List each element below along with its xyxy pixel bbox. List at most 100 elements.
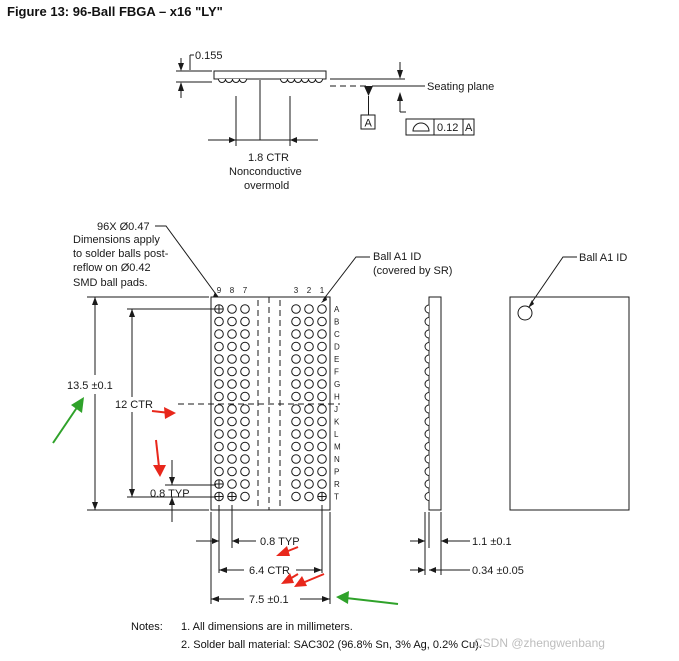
ball bbox=[240, 429, 250, 439]
row-letter: B bbox=[334, 318, 339, 327]
side-ball bbox=[424, 467, 430, 476]
side-ball bbox=[424, 479, 430, 489]
ball-note-line-5: SMD ball pads. bbox=[73, 277, 148, 289]
red-arrow-75 bbox=[294, 573, 325, 587]
ball bbox=[317, 304, 327, 314]
ball-height-label: 0.34 ±0.05 bbox=[472, 565, 524, 577]
row-letter: M bbox=[334, 443, 341, 452]
ball bbox=[291, 316, 301, 327]
ball bbox=[227, 441, 237, 452]
ball bbox=[304, 429, 314, 439]
side-ball bbox=[232, 78, 240, 83]
ball bbox=[291, 354, 301, 364]
ball bbox=[291, 479, 301, 489]
ball bbox=[317, 391, 327, 402]
ball bbox=[304, 391, 314, 402]
ball bbox=[304, 454, 314, 464]
row-letter: J bbox=[334, 405, 338, 414]
side-ball bbox=[424, 442, 430, 451]
ball bbox=[304, 491, 314, 502]
ball bbox=[317, 416, 327, 427]
ball bbox=[291, 441, 301, 452]
ball bbox=[240, 379, 250, 389]
ball bbox=[240, 316, 250, 327]
ball-note: 96X Ø0.47 Dimensions apply to solder bal… bbox=[73, 221, 169, 289]
ball bbox=[317, 366, 327, 377]
height-ctr-label: 12 CTR bbox=[115, 399, 153, 411]
notes-heading: Notes: bbox=[131, 621, 163, 633]
ball bbox=[291, 391, 301, 402]
side-ball bbox=[424, 367, 430, 376]
overmold-line-2: overmold bbox=[244, 180, 289, 192]
side-ball bbox=[424, 329, 430, 339]
ball bbox=[227, 416, 237, 427]
side-ball bbox=[280, 78, 288, 83]
ball bbox=[304, 404, 314, 414]
ball bbox=[240, 391, 250, 402]
ball-a1-marker bbox=[517, 305, 533, 321]
ball bbox=[214, 316, 224, 327]
ball bbox=[304, 479, 314, 489]
red-arrow-vertical bbox=[153, 439, 166, 477]
ball bbox=[214, 379, 224, 389]
ball-note-line-1: 96X Ø0.47 bbox=[97, 221, 150, 233]
height-total-label: 13.5 ±0.1 bbox=[67, 380, 113, 392]
ball bbox=[227, 316, 237, 327]
red-arrow-12ctr bbox=[151, 407, 176, 419]
row-letter: D bbox=[334, 343, 340, 352]
ball bbox=[240, 416, 250, 427]
width-total-label: 7.5 ±0.1 bbox=[249, 594, 289, 606]
ball bbox=[317, 341, 327, 352]
side-ball bbox=[424, 392, 430, 401]
ball bbox=[317, 429, 327, 439]
side-ball bbox=[424, 417, 430, 426]
bottom-view bbox=[178, 296, 340, 511]
ball bbox=[317, 316, 327, 327]
ball bbox=[227, 354, 237, 364]
ball bbox=[291, 429, 301, 439]
ball bbox=[227, 479, 237, 489]
side-view bbox=[176, 54, 475, 146]
ball bbox=[227, 466, 237, 477]
ball bbox=[291, 379, 301, 389]
ball bbox=[291, 491, 301, 502]
ball bbox=[227, 391, 237, 402]
ball-note-line-2: Dimensions apply bbox=[73, 234, 160, 246]
seating-plane-label: Seating plane bbox=[427, 81, 494, 93]
ball bbox=[291, 329, 301, 339]
ball bbox=[240, 441, 250, 452]
ball bbox=[227, 379, 237, 389]
ball bbox=[304, 466, 314, 477]
column-number: 1 bbox=[320, 286, 325, 295]
row-letter: K bbox=[334, 418, 340, 427]
ball bbox=[214, 329, 224, 339]
ball bbox=[240, 304, 250, 314]
side-ball bbox=[424, 342, 430, 351]
row-letter: A bbox=[334, 305, 340, 314]
row-letter: N bbox=[334, 455, 340, 464]
row-letter: G bbox=[334, 380, 340, 389]
ball bbox=[240, 354, 250, 364]
package-height-label: 1.1 ±0.1 bbox=[472, 536, 512, 548]
ball bbox=[214, 354, 224, 364]
ball bbox=[227, 304, 237, 314]
row-letter: H bbox=[334, 393, 340, 402]
ball bbox=[291, 416, 301, 427]
ball bbox=[214, 404, 224, 414]
side-ball bbox=[424, 492, 430, 501]
ball bbox=[240, 366, 250, 377]
ball bbox=[214, 441, 224, 452]
ball bbox=[227, 404, 237, 414]
ball bbox=[317, 354, 327, 364]
ball bbox=[214, 416, 224, 427]
ball bbox=[227, 366, 237, 377]
row-letter: R bbox=[334, 480, 340, 489]
note-1: 1. All dimensions are in millimeters. bbox=[181, 621, 353, 633]
red-arrow-64ctr bbox=[281, 573, 299, 584]
ball bbox=[240, 404, 250, 414]
side-ball bbox=[424, 304, 430, 314]
side-ball bbox=[301, 78, 309, 83]
ball bbox=[317, 329, 327, 339]
ball bbox=[214, 341, 224, 352]
